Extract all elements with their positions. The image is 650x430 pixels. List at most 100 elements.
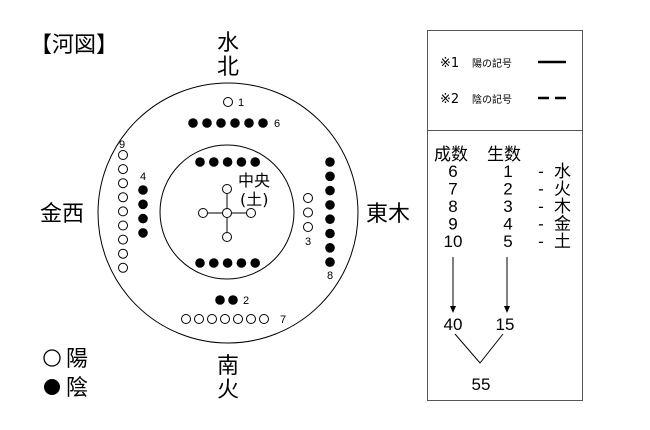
table-cell-cheng: 8	[448, 197, 457, 216]
header-cheng: 成数	[434, 145, 468, 164]
yin-dot	[138, 185, 148, 195]
note-mark: ※2	[440, 92, 459, 107]
arrow-head	[450, 306, 456, 313]
info-panel	[427, 30, 583, 401]
table-cell-cheng: 6	[448, 162, 457, 181]
group-number: 4	[140, 171, 146, 183]
yang-dot	[303, 207, 313, 218]
yang-dot	[194, 314, 204, 324]
yang-dot	[222, 184, 232, 194]
yin-dot	[325, 228, 335, 239]
table-cell-sheng: 4	[503, 215, 512, 234]
dot-groups	[118, 97, 335, 324]
yang-dot	[181, 314, 191, 324]
yin-dot	[222, 157, 233, 167]
yin-dot	[325, 157, 335, 167]
table-cell-element: 土	[554, 232, 571, 251]
note-label: 陰の記号	[472, 93, 512, 106]
yang-dot	[118, 234, 128, 245]
table-cell-dash: -	[538, 232, 544, 251]
group-number: 3	[305, 236, 311, 248]
yin-dot	[250, 258, 260, 268]
yin-dot	[325, 257, 335, 267]
north-element: 水	[217, 31, 239, 56]
table-cell-sheng: 2	[503, 180, 512, 199]
yang-dot	[118, 220, 128, 231]
yin-dot	[258, 118, 268, 128]
center-label: 中央	[238, 171, 270, 190]
yin-dot	[202, 118, 212, 128]
south-direction: 南	[217, 354, 239, 379]
yang-dot	[198, 208, 208, 218]
east-label: 東木	[366, 202, 410, 227]
group-number: 7	[280, 314, 286, 326]
yin-legend-label: 陰	[66, 376, 88, 401]
yin-dot	[188, 118, 198, 128]
yin-dot	[195, 258, 205, 268]
yin-dot	[138, 199, 148, 210]
group-number: 1	[238, 97, 244, 109]
table-cell-sheng: 1	[503, 162, 512, 181]
arrow-head	[504, 306, 510, 313]
sum-connector	[454, 333, 504, 364]
yang-dot	[118, 192, 128, 203]
yin-dot	[236, 258, 247, 268]
table-cell-cheng: 9	[448, 215, 457, 234]
yang-dot	[303, 193, 313, 203]
table-cell-dash: -	[538, 215, 544, 234]
group-number: 9	[119, 139, 125, 151]
table-cell-element: 木	[554, 197, 571, 216]
table-cell-dash: -	[538, 162, 544, 181]
yang-legend-icon	[43, 349, 61, 367]
west-label: 金西	[40, 202, 84, 227]
yang-legend-label: 陽	[66, 347, 88, 372]
yin-dot	[250, 157, 260, 167]
yang-dot	[246, 314, 256, 324]
yang-dot	[118, 164, 128, 175]
yang-dot	[118, 248, 128, 259]
table-cell-element: 水	[554, 162, 571, 181]
yin-dot	[195, 157, 205, 167]
yang-dot	[223, 97, 233, 107]
yin-dot	[215, 295, 225, 305]
yin-dot	[325, 243, 335, 253]
yang-dot	[118, 262, 128, 273]
diagram-title: 【河図】	[30, 33, 118, 58]
yang-dot	[259, 314, 269, 324]
yin-dot	[228, 295, 238, 305]
yin-dot	[325, 185, 335, 196]
yin-dot	[138, 228, 148, 238]
inner-circle	[159, 144, 295, 280]
total: 55	[472, 375, 491, 394]
group-number: 6	[274, 118, 280, 130]
yin-dot	[244, 118, 254, 128]
yang-dot	[233, 314, 243, 324]
table-cell-cheng: 7	[448, 180, 457, 199]
note-label: 陽の記号	[472, 57, 512, 70]
table-cell-dash: -	[538, 180, 544, 199]
yin-dot	[216, 118, 226, 128]
yin-dot	[138, 213, 148, 224]
table-cell-cheng: 10	[444, 232, 463, 251]
yang-dot	[207, 314, 217, 324]
yin-dot	[230, 118, 240, 128]
outer-circle	[97, 82, 359, 344]
yang-dot	[222, 208, 232, 218]
table-cell-dash: -	[538, 197, 544, 216]
yin-dot	[325, 171, 335, 182]
yin-dot	[222, 258, 233, 268]
sum-sheng: 15	[496, 315, 515, 334]
yin-dot	[236, 157, 247, 167]
table-cell-element: 火	[554, 180, 571, 199]
table-cell-element: 金	[554, 215, 571, 234]
north-direction: 北	[217, 55, 239, 80]
header-sheng: 生数	[487, 145, 521, 164]
yin-legend-icon	[44, 379, 60, 395]
group-number: 2	[243, 295, 249, 307]
yin-dot	[209, 258, 219, 268]
yang-dot	[118, 178, 128, 189]
yang-dot	[246, 208, 256, 218]
center-sub-label: (土)	[240, 190, 269, 209]
yin-dot	[325, 200, 335, 210]
